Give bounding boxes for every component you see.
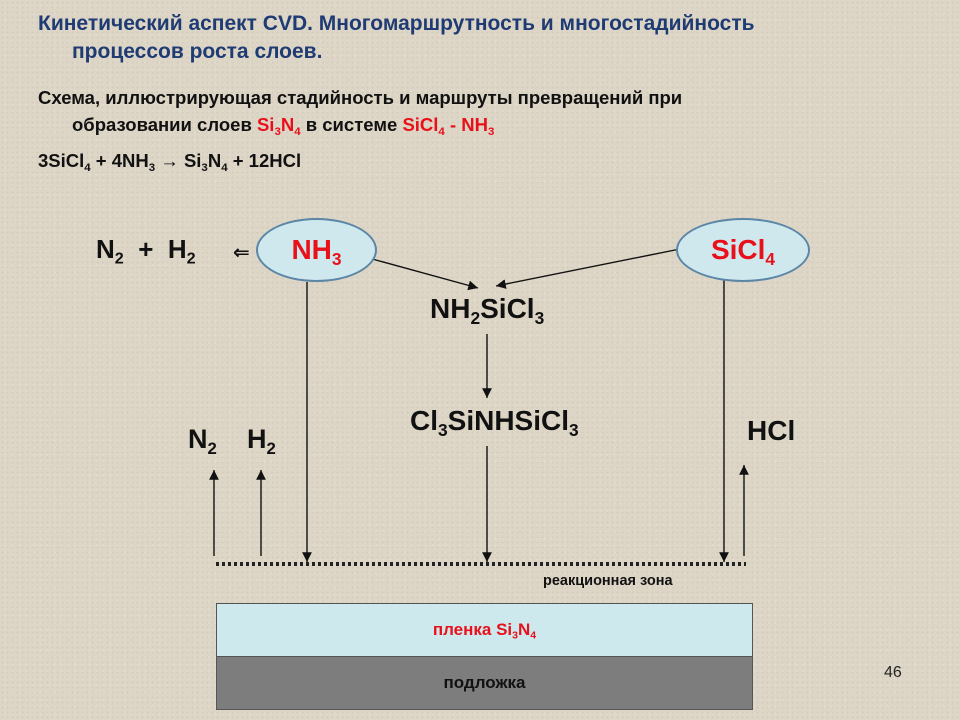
sicl4-reagent-ellipse: SiCl4 <box>676 218 810 282</box>
nh3-reagent-ellipse: NH3 <box>256 218 377 282</box>
slide-subtitle: Схема, иллюстрирующая стадийность и марш… <box>38 84 943 138</box>
slide-title-line2: процессов роста слоев. <box>72 40 323 63</box>
page-number: 46 <box>884 664 902 681</box>
reaction-zone-label: реакционная зона <box>543 573 673 589</box>
reaction-arrow-icon: → <box>160 150 179 171</box>
film-layer: пленка Si3N4 <box>216 603 753 657</box>
arrow-sicl4-to-intermediate <box>495 248 681 289</box>
subtitle-prefix: образовании слоев <box>72 114 257 135</box>
nh3-decomposition-products: N2 + H2 <box>96 234 196 268</box>
substrate-label: подложка <box>443 673 526 692</box>
subtitle-film-formula: Si3N4 <box>256 114 301 138</box>
intermediate-cl3sinhsicl3: Cl3SiNHSiCl3 <box>410 405 579 441</box>
product-hcl: HCl <box>747 415 796 446</box>
decomposition-arrow-icon: ⇐ <box>233 242 250 264</box>
overall-reaction-equation: 3SiCl4 + 4NH3 → Si3N4 + 12HCl <box>38 150 302 174</box>
slide-title-line1: Кинетический аспект CVD. Многомаршрутнос… <box>38 12 755 35</box>
substrate-layer: подложка <box>216 656 753 710</box>
product-n2: N2 <box>188 424 217 458</box>
arrow-nh3-to-intermediate <box>364 256 479 291</box>
subtitle-middle: в системе <box>300 114 403 135</box>
subtitle-line1: Схема, иллюстрирующая стадийность и марш… <box>38 87 683 108</box>
film-label: пленка Si3N4 <box>432 620 537 642</box>
subtitle-line2: образовании слоев Si3N4 в системе SiCl4 … <box>38 111 943 138</box>
intermediate-nh2sicl3: NH2SiCl3 <box>430 293 545 329</box>
slide-title: Кинетический аспект CVD. Многомаршрутнос… <box>38 10 943 66</box>
nh3-label: NH3 <box>291 234 342 270</box>
sicl4-label: SiCl4 <box>710 234 776 270</box>
product-h2: H2 <box>247 424 276 458</box>
subtitle-system-formula: SiCl4 - NH3 <box>402 114 495 138</box>
